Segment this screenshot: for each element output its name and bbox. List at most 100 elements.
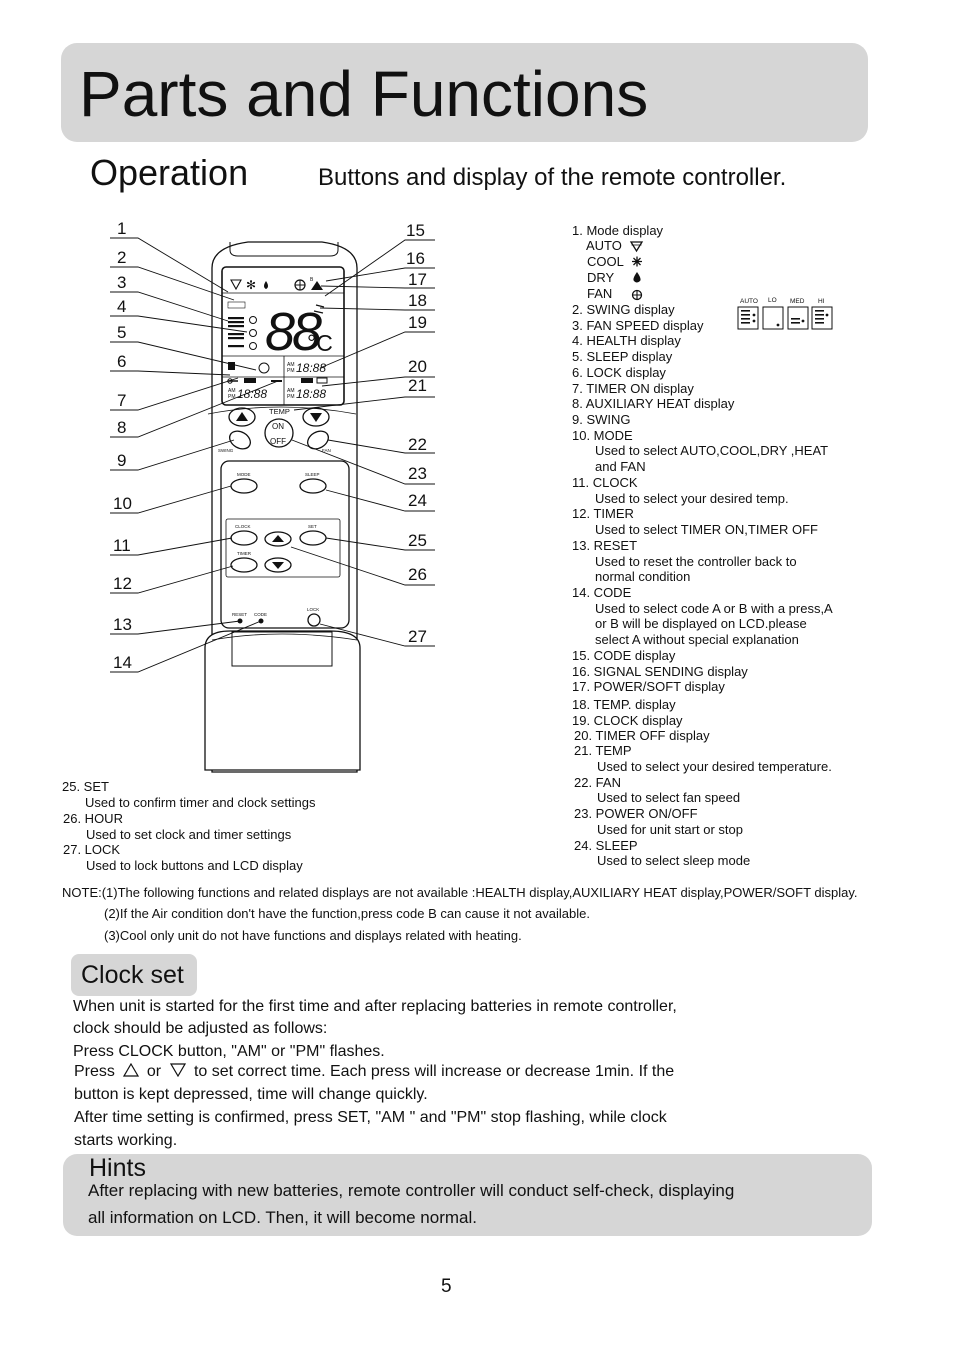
hints-line1: After replacing with new batteries, remo… <box>88 1181 735 1200</box>
callout-4: 4 <box>117 297 127 316</box>
function-12-desc: Used to select TIMER ON,TIMER OFF <box>595 522 818 537</box>
legend-26: 26. HOUR <box>63 811 123 826</box>
callout-16: 16 <box>406 249 425 268</box>
note-3: (3)Cool only unit do not have functions … <box>104 928 522 943</box>
callout-6: 6 <box>117 352 127 371</box>
inner-panel <box>220 460 350 629</box>
function-20: 20. TIMER OFF display <box>574 728 710 743</box>
function-14-desc: Used to select code A or B with a press,… <box>595 601 833 616</box>
clock-set-line2: clock should be adjusted as follows: <box>73 1020 328 1037</box>
function-18: 18. TEMP. display <box>572 697 676 712</box>
battery-door <box>204 630 361 771</box>
svg-text:TEMP: TEMP <box>269 407 290 416</box>
remote-diagram: ✻ AUTO B 88 °C AM PM 18:88 AM PM 18:88 <box>110 237 833 773</box>
svg-text:SWING: SWING <box>218 448 234 453</box>
note-1: NOTE:(1)The following functions and rela… <box>62 885 858 900</box>
hints-heading: Hints <box>89 1154 146 1182</box>
legend-25-desc: Used to confirm timer and clock settings <box>85 795 316 810</box>
mode-dry: DRY <box>587 270 615 285</box>
legend-27: 27. LOCK <box>63 842 121 857</box>
callout-21: 21 <box>408 376 427 395</box>
function-10-desc2: and FAN <box>595 459 646 474</box>
svg-text:AM: AM <box>287 388 295 394</box>
swing-button <box>229 430 251 450</box>
function-13: 13. RESET <box>572 538 638 553</box>
function-7: 7. TIMER ON display <box>572 381 694 396</box>
fan-speed-icons <box>737 306 833 330</box>
function-10-desc: Used to select AUTO,COOL,DRY ,HEAT <box>595 443 829 458</box>
callout-8: 8 <box>117 418 127 437</box>
callout-19: 19 <box>408 313 427 332</box>
clock-set-line6: After time setting is confirmed, press S… <box>74 1109 667 1126</box>
lcd-screen <box>221 266 345 406</box>
function-12: 12. TIMER <box>572 506 634 521</box>
fan-speed-auto: AUTO <box>740 298 758 305</box>
function-21-desc: Used to select your desired temperature. <box>597 759 832 774</box>
hour-up-button <box>264 531 292 547</box>
callout-9: 9 <box>117 451 127 470</box>
function-22: 22. FAN <box>574 775 621 790</box>
function-9: 9. SWING <box>572 412 631 427</box>
fan-speed-hi: HI <box>818 298 825 305</box>
callout-2: 2 <box>117 248 127 267</box>
svg-text:AM: AM <box>287 362 295 368</box>
svg-text:TIMER: TIMER <box>237 551 252 556</box>
mode-auto: AUTO <box>586 238 622 253</box>
mode-cool: COOL <box>587 254 624 269</box>
temp-down-button <box>302 407 330 427</box>
callout-7: 7 <box>117 391 127 410</box>
legend-26-desc: Used to set clock and timer settings <box>86 827 292 842</box>
callout-11: 11 <box>113 536 131 555</box>
function-13-desc2: normal condition <box>595 569 691 584</box>
svg-text:RESET: RESET <box>232 612 247 617</box>
function-22-desc: Used to select fan speed <box>597 790 741 805</box>
function-13-desc: Used to reset the controller back to <box>595 554 797 569</box>
legend-25: 25. SET <box>62 779 109 794</box>
operation-heading: Operation <box>90 152 249 193</box>
function-21: 21. TEMP <box>574 743 632 758</box>
callout-22: 22 <box>408 435 427 454</box>
callout-24: 24 <box>408 491 427 510</box>
svg-text:SET: SET <box>308 524 317 529</box>
function-14-desc2: or B will be displayed on LCD.please <box>595 616 807 631</box>
callout-13: 13 <box>113 615 132 634</box>
svg-text:AUTO: AUTO <box>228 303 245 309</box>
temp-up-button <box>228 407 256 427</box>
function-17: 17. POWER/SOFT display <box>572 679 725 694</box>
callout-3: 3 <box>117 273 127 292</box>
svg-text:CODE: CODE <box>254 612 267 617</box>
svg-text:PM: PM <box>228 394 236 400</box>
clock-set-line1: When unit is started for the first time … <box>73 998 677 1015</box>
hour-down-button <box>264 557 292 573</box>
svg-text:AM: AM <box>228 388 236 394</box>
callout-23: 23 <box>408 464 427 483</box>
function-8: 8. AUXILIARY HEAT display <box>572 396 735 411</box>
fan-speed-lo: LO <box>768 297 777 304</box>
svg-text:PM: PM <box>287 394 295 400</box>
callout-5: 5 <box>117 323 127 342</box>
clock-set-line5: button is kept depressed, time will chan… <box>74 1086 428 1103</box>
on-off-button <box>264 418 294 448</box>
title-banner <box>61 43 868 142</box>
svg-text:18:88: 18:88 <box>296 387 326 401</box>
callout-26: 26 <box>408 565 427 584</box>
function-14: 14. CODE <box>572 585 632 600</box>
timer-button <box>230 557 258 573</box>
function-6: 6. LOCK display <box>572 365 666 380</box>
lock-button <box>307 613 321 627</box>
svg-text:ON: ON <box>272 422 284 431</box>
note-2: (2)If the Air condition don't have the f… <box>104 906 590 921</box>
legend-27-desc: Used to lock buttons and LCD display <box>86 858 303 873</box>
callout-14: 14 <box>113 653 132 672</box>
function-19: 19. CLOCK display <box>572 713 683 728</box>
page-title: Parts and Functions <box>79 58 649 130</box>
lcd-degree-unit: °C <box>307 330 333 356</box>
callout-1: 1 <box>117 219 127 238</box>
callout-10: 10 <box>113 494 132 513</box>
operation-subheading: Buttons and display of the remote contro… <box>318 164 787 191</box>
mode-fan: FAN <box>587 286 613 301</box>
function-4: 4. HEALTH display <box>572 333 681 348</box>
svg-text:B: B <box>310 277 314 283</box>
function-23-desc: Used for unit start or stop <box>597 822 743 837</box>
hints-banner <box>63 1154 872 1236</box>
